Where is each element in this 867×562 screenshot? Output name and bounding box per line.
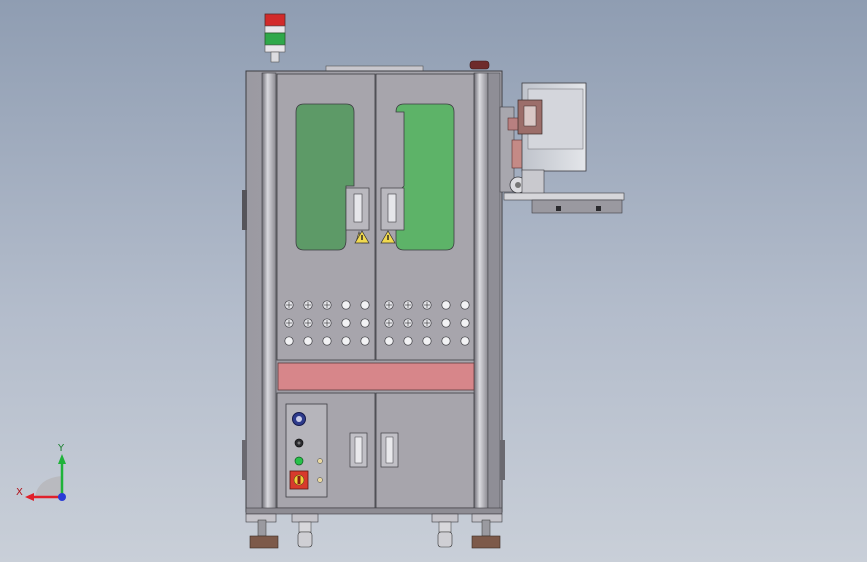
vent-hole [341, 318, 351, 328]
coordinate-triad [25, 454, 66, 501]
upper-left-handle[interactable] [345, 187, 370, 231]
monitor-icon [517, 82, 587, 172]
accent-band [277, 362, 475, 391]
base-rail [245, 507, 503, 515]
vent-hole [284, 336, 294, 346]
leveling-foot [245, 513, 279, 549]
axis-x-label: X [16, 487, 23, 498]
caster-wheel [431, 513, 459, 548]
indicator-lamp [317, 477, 323, 483]
warning-triangle-icon [380, 230, 396, 244]
indicator-lamp [317, 458, 323, 464]
right-frame-post [473, 72, 489, 511]
vent-hole [403, 336, 413, 346]
vent-hole [460, 318, 470, 328]
vent-hole [441, 318, 451, 328]
control-panel [285, 403, 328, 498]
left-frame-post [261, 72, 277, 511]
upper-left-door[interactable] [276, 73, 376, 361]
vent-hole [341, 300, 351, 310]
vent-hole [441, 336, 451, 346]
vent-hole [360, 318, 370, 328]
lower-right-handle[interactable] [380, 432, 399, 468]
warning-triangle-icon [354, 230, 370, 244]
vent-hole [360, 336, 370, 346]
vent-hole [460, 300, 470, 310]
upper-right-handle[interactable] [380, 187, 405, 231]
upper-right-door-window [395, 103, 455, 251]
vent-hole [303, 336, 313, 346]
top-cap [469, 60, 490, 70]
upper-left-door-window [295, 103, 355, 251]
vent-hole [422, 336, 432, 346]
signal-tower-icon [264, 13, 286, 63]
monitor-arm [499, 106, 527, 194]
vent-hole [384, 336, 394, 346]
vent-hole [341, 336, 351, 346]
vent-grid-right [384, 300, 470, 346]
vent-hole [360, 300, 370, 310]
leveling-foot [471, 513, 503, 549]
lower-left-handle[interactable] [349, 432, 368, 468]
keyboard-tray [503, 169, 625, 214]
vent-hole [441, 300, 451, 310]
vent-hole [322, 336, 332, 346]
vent-hole [460, 336, 470, 346]
axis-y-label: Y [58, 443, 65, 454]
caster-wheel [291, 513, 319, 548]
vent-grid-left [284, 300, 370, 346]
start-button[interactable] [294, 456, 304, 466]
